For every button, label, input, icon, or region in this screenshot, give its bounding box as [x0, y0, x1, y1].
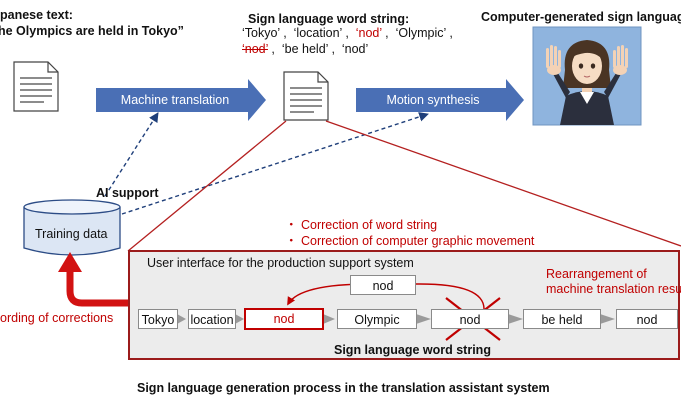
recording-label: ording of corrections	[0, 311, 114, 325]
ai-support-label: AI support	[96, 186, 159, 200]
rearrangement-label-1: Rearrangement of	[546, 267, 647, 281]
word-string-line2: ‘nod’ , ‘be held’ , ‘nod’	[242, 42, 369, 56]
correction-word-string: ・ Correction of word string	[285, 218, 438, 232]
output-title: Computer-generated sign languag	[481, 10, 681, 24]
word-connectors	[177, 314, 615, 324]
word-string-token: ‘Olympic’	[395, 26, 446, 40]
word-string-token: ‘Tokyo’	[242, 26, 280, 40]
figure-caption: Sign language generation process in the …	[137, 381, 550, 395]
word-box-2[interactable]: location	[188, 309, 236, 329]
word-box-4[interactable]: Olympic	[337, 309, 417, 329]
word-string-token: ‘location’	[293, 26, 342, 40]
cylinder-database-icon	[23, 199, 121, 256]
word-string-token: ‘be held’	[281, 42, 328, 56]
word-string-token: ‘nod’	[341, 42, 369, 56]
ai-support-arrow-to-mt	[104, 112, 159, 197]
signing-avatar-icon	[532, 26, 642, 126]
word-string-token: ‘nod’	[355, 26, 382, 40]
motion-synthesis-label: Motion synthesis	[386, 93, 480, 107]
production-support-ui-panel	[128, 250, 680, 360]
recording-arrow	[66, 270, 128, 307]
ai-support-arrow-to-ms	[121, 112, 429, 215]
word-box-7[interactable]: nod	[616, 309, 678, 329]
rearrangement-label-2: machine translation resul	[546, 282, 681, 296]
input-sentence: he Olympics are held in Tokyo”	[0, 24, 184, 38]
word-string-line1: ‘Tokyo’ , ‘location’ , ‘nod’ , ‘Olympic’…	[242, 26, 460, 40]
word-string-document-icon	[283, 71, 329, 121]
machine-translation-label: Machine translation	[120, 93, 230, 107]
ui-panel-title: User interface for the production suppor…	[147, 256, 414, 270]
word-box-3-highlighted[interactable]: nod	[244, 308, 324, 330]
moved-word-box[interactable]: nod	[350, 275, 416, 295]
ui-panel-footer: Sign language word string	[334, 343, 491, 357]
word-string-token: ‘nod’	[242, 42, 268, 56]
input-title: panese text:	[0, 8, 73, 22]
training-data-label: Training data	[35, 227, 108, 241]
source-document-icon	[13, 61, 59, 112]
word-box-5-removed[interactable]: nod	[431, 309, 509, 329]
word-string-title: Sign language word string:	[248, 12, 410, 26]
motion-synthesis-arrow	[356, 79, 524, 121]
word-box-6[interactable]: be held	[523, 309, 601, 329]
correction-cg-movement: ・ Correction of computer graphic movemen…	[285, 234, 535, 248]
word-box-1[interactable]: Tokyo	[138, 309, 178, 329]
machine-translation-arrow	[96, 79, 266, 121]
